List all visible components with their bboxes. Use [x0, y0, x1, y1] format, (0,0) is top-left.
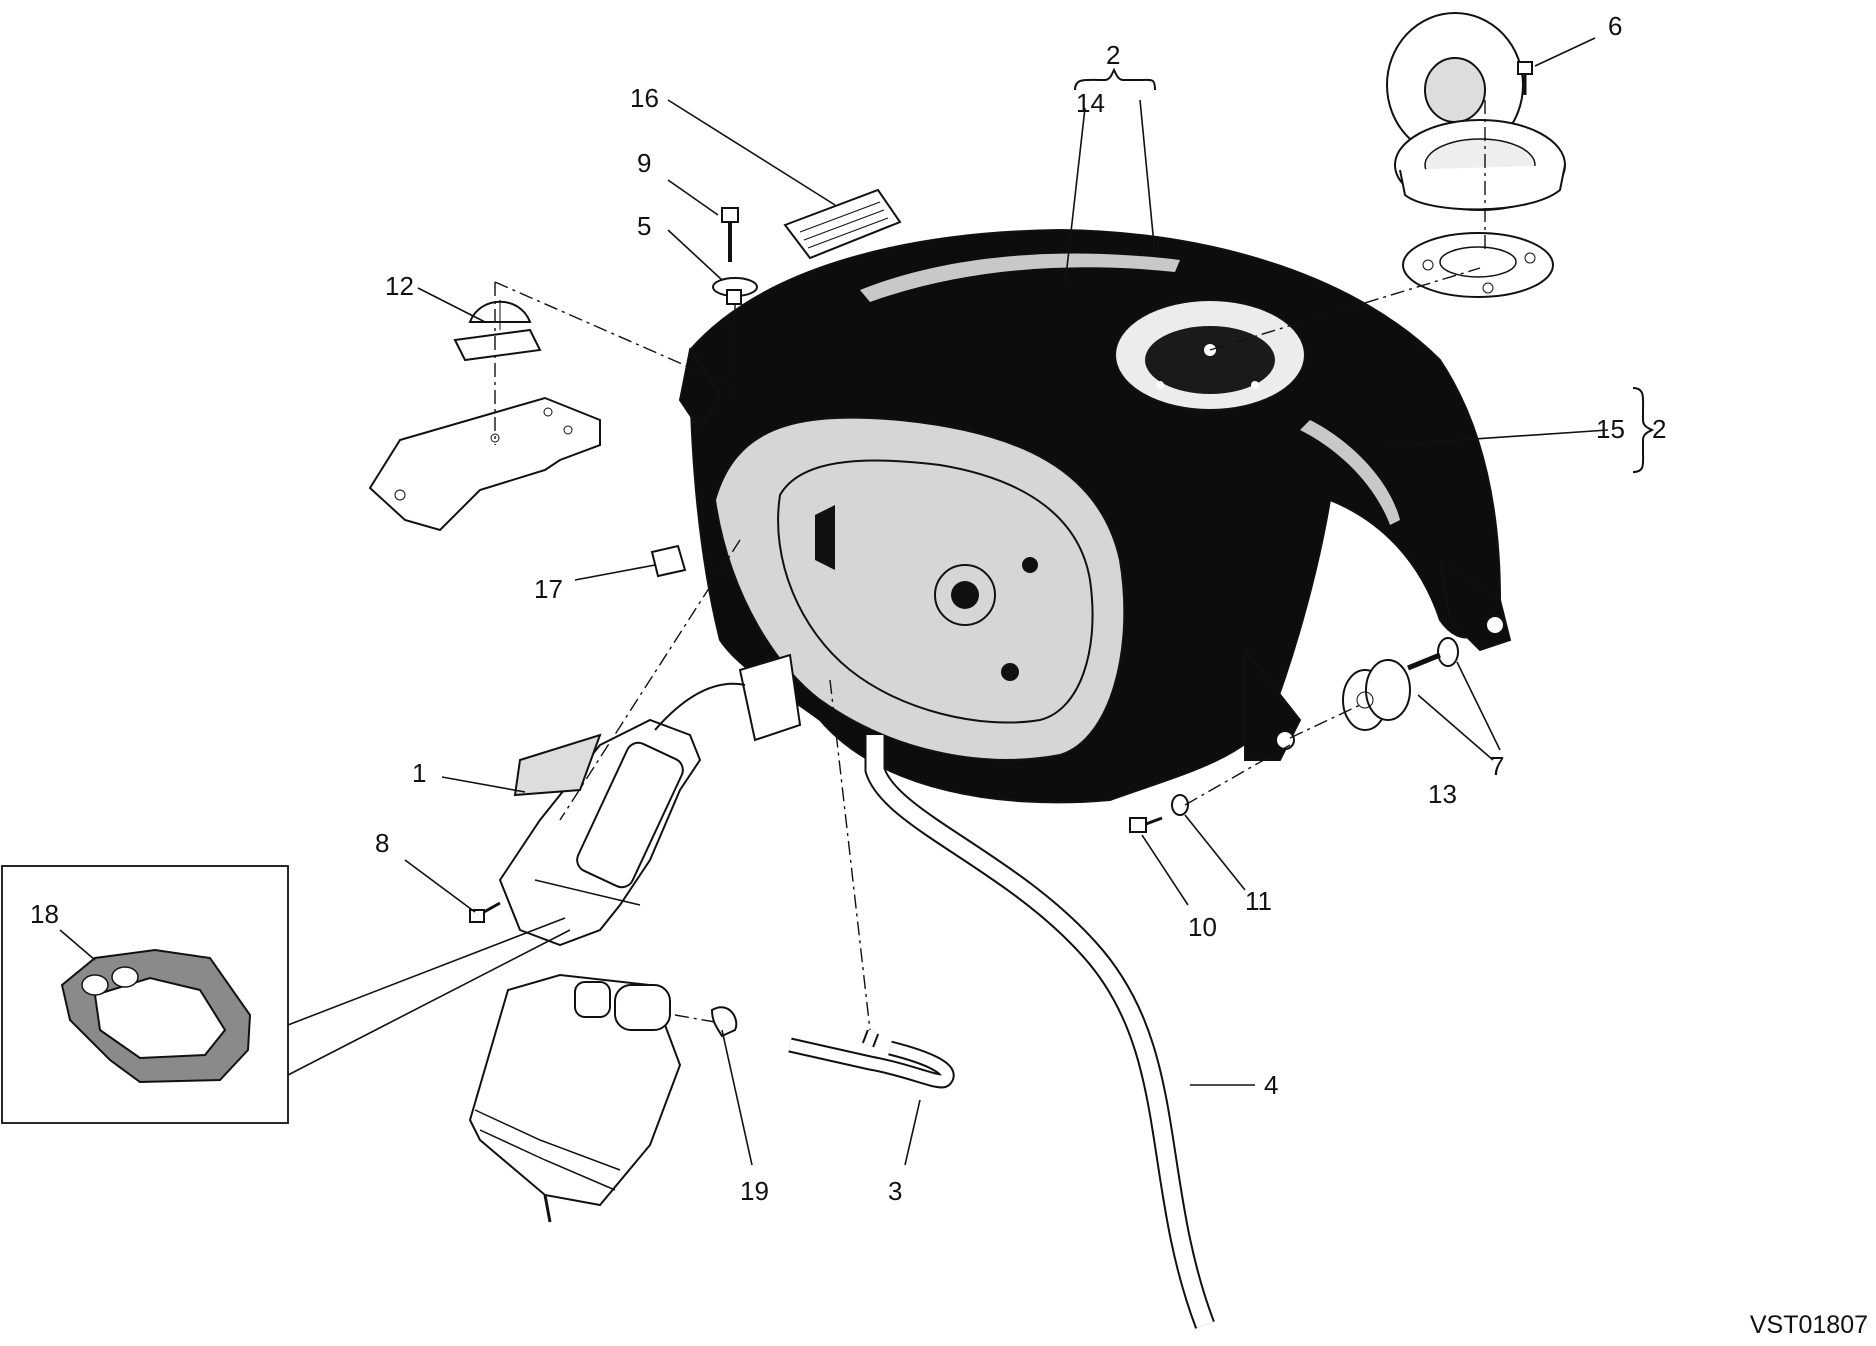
screw-8 [469, 901, 501, 923]
bolt-7 [1407, 637, 1459, 671]
grommet-clip-12 [453, 300, 542, 362]
brace-right [1632, 387, 1655, 473]
fuel-pump-assembly [498, 653, 802, 947]
callout-12: 12 [385, 271, 414, 301]
washer-11 [1171, 794, 1189, 816]
callout-6: 6 [1608, 11, 1622, 41]
gasket-18 [60, 948, 252, 1084]
callout-17: 17 [534, 574, 563, 604]
fuel-filter-housing [468, 973, 682, 1223]
callout-3: 3 [888, 1176, 902, 1206]
callout-2: 2 [1652, 414, 1666, 444]
drawing-code: VST01807 [1749, 1311, 1868, 1339]
callout-11: 11 [1245, 886, 1272, 916]
callout-labels: 1 2 2 3 4 5 6 7 8 9 10 11 12 13 14 15 16… [30, 11, 1666, 1206]
callout-15: 15 [1596, 414, 1625, 444]
fuel-tank [678, 228, 1512, 804]
tank-stripe [860, 253, 1180, 302]
side-panel [713, 416, 1126, 761]
pad-17 [650, 544, 687, 578]
screw-6 [1517, 61, 1533, 95]
callout-9: 9 [637, 148, 651, 178]
filler-cap-assembly [1386, 12, 1566, 298]
callout-2: 2 [1106, 40, 1120, 70]
callout-7: 7 [1490, 751, 1504, 781]
bracket [368, 396, 601, 532]
callout-1: 1 [412, 758, 426, 788]
tank-stripe [1300, 420, 1400, 525]
bolt-9 [721, 207, 739, 262]
callout-8: 8 [375, 828, 389, 858]
screw-10 [1129, 816, 1163, 833]
callout-18: 18 [30, 899, 59, 929]
washer-5 [712, 277, 758, 305]
leader-lines [59, 37, 1609, 1166]
callout-4: 4 [1264, 1070, 1278, 1100]
brace-top [1074, 67, 1156, 91]
callout-5: 5 [637, 211, 651, 241]
callout-13: 13 [1428, 779, 1457, 809]
callout-10: 10 [1188, 912, 1217, 942]
label-sticker-16 [783, 188, 902, 260]
callout-16: 16 [630, 83, 659, 113]
hose-clamp-19 [710, 1006, 738, 1038]
callout-19: 19 [740, 1176, 769, 1206]
assembly-axis-lines [494, 100, 1486, 1031]
rubber-mount-13 [1342, 659, 1411, 731]
callout-14: 14 [1076, 88, 1105, 118]
